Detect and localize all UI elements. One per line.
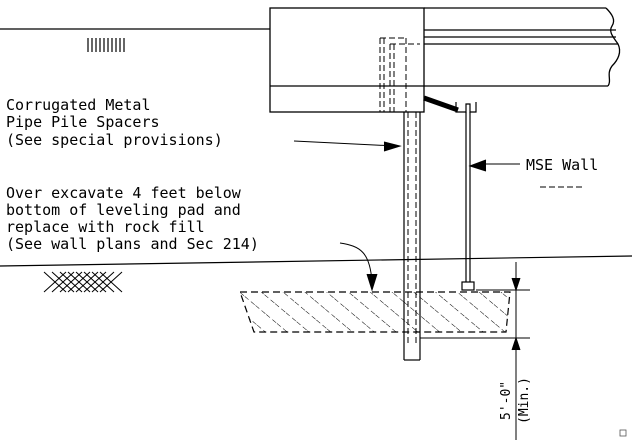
girder-deck <box>424 7 618 87</box>
mse-wall <box>455 102 477 291</box>
dimension-note: (Min.) <box>517 377 532 424</box>
break-line-icon <box>605 7 621 87</box>
dimension-line <box>420 262 530 440</box>
svg-text:(See special provisions): (See special provisions) <box>6 131 223 149</box>
bearing-pad <box>423 95 459 113</box>
svg-text:Corrugated Metal: Corrugated Metal <box>6 96 151 114</box>
ground-line <box>0 255 632 267</box>
earth-hatch-icon <box>87 38 125 52</box>
svg-text:bottom of leveling pad and: bottom of leveling pad and <box>6 201 241 219</box>
svg-text:Over excavate 4 feet below: Over excavate 4 feet below <box>6 184 242 202</box>
soil-hatch-icon <box>43 271 123 293</box>
rock-fill-zone <box>239 291 511 333</box>
svg-text:(See wall plans and Sec 214): (See wall plans and Sec 214) <box>6 235 259 253</box>
dashed-pile-top <box>379 37 420 112</box>
svg-text:replace with rock fill: replace with rock fill <box>6 218 205 236</box>
corner-marker <box>619 429 627 437</box>
excavate-label: Over excavate 4 feet below bottom of lev… <box>6 184 259 253</box>
arrow-icon <box>293 140 520 292</box>
dimension-value: 5'-0" <box>499 381 514 420</box>
abutment-cap <box>269 7 425 113</box>
spacers-label: Corrugated Metal Pipe Pile Spacers (See … <box>6 96 223 149</box>
svg-text:Pipe Pile Spacers: Pipe Pile Spacers <box>6 113 160 131</box>
mse-wall-label: MSE Wall <box>526 156 598 174</box>
